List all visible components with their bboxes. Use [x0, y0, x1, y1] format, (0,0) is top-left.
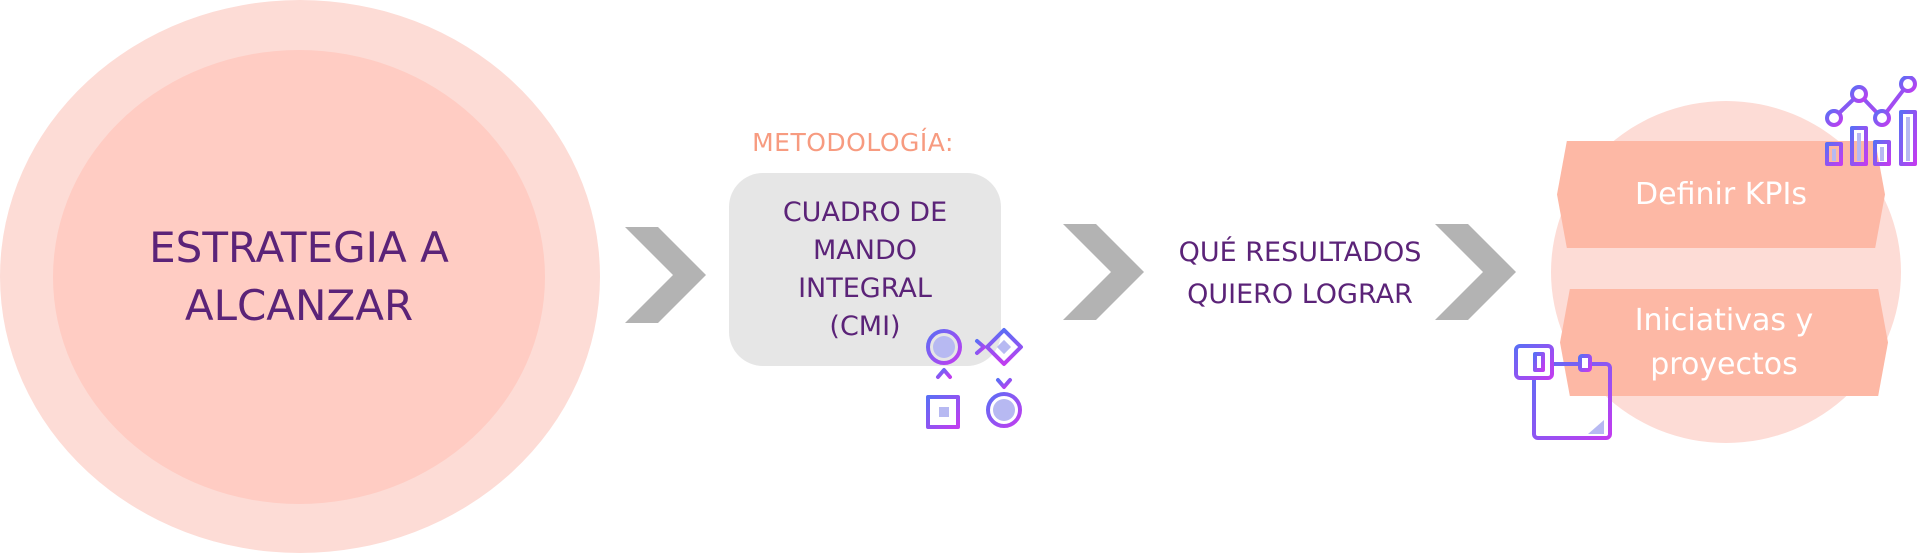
- initiatives-hexagon: Iniciativas y proyectos: [1560, 289, 1888, 396]
- methodology-line: (CMI): [829, 310, 901, 342]
- chevron-right-icon: [625, 227, 706, 323]
- methodology-line: INTEGRAL: [798, 272, 932, 304]
- results-line: QUIERO LOGRAR: [1187, 279, 1413, 310]
- kpis-hexagon: Definir KPIs: [1557, 141, 1885, 248]
- workflow-icon: [926, 328, 1023, 429]
- strategy-title-line: ESTRATEGIA A: [149, 223, 449, 272]
- methodology-line: MANDO: [812, 234, 917, 266]
- methodology-line: CUADRO DE: [782, 196, 948, 228]
- strategy-title-line: ALCANZAR: [184, 281, 414, 330]
- results-question: QUÉ RESULTADOS QUIERO LOGRAR: [1150, 232, 1450, 316]
- kpis-label: Definir KPIs: [1635, 176, 1807, 212]
- strategy-title: ESTRATEGIA A ALCANZAR: [53, 50, 545, 504]
- strategy-inner-circle: [53, 50, 545, 504]
- methodology-label: METODOLOGÍA:: [752, 128, 954, 157]
- chevron-right-icon: [1435, 224, 1516, 320]
- calendar-planning-icon: [1514, 344, 1612, 440]
- results-line: QUÉ RESULTADOS: [1178, 237, 1422, 268]
- chevron-right-icon: [1063, 224, 1144, 320]
- initiatives-label-line: Iniciativas y: [1634, 302, 1814, 338]
- initiatives-label-line: proyectos: [1650, 346, 1798, 382]
- analytics-chart-icon: [1825, 76, 1917, 166]
